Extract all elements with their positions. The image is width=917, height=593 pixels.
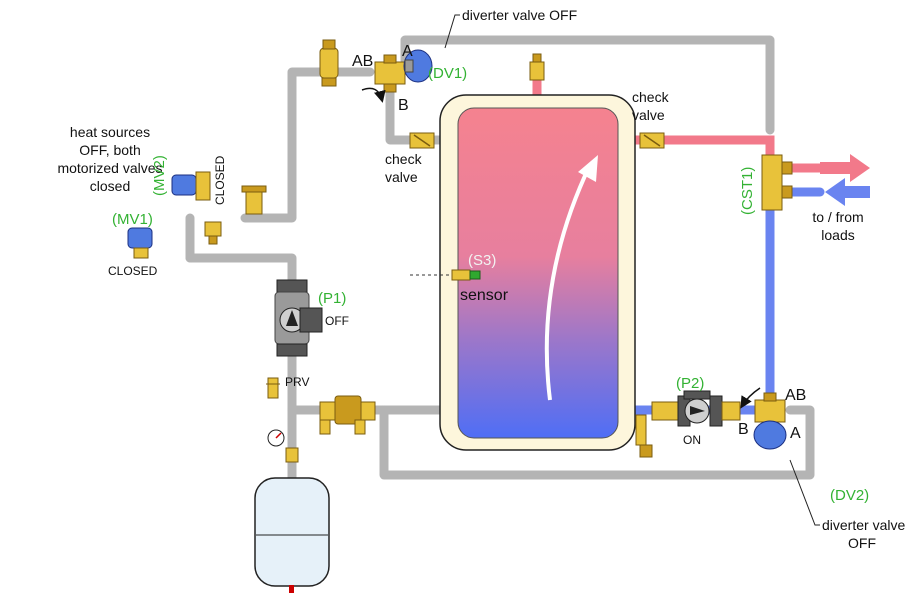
dv1-port-b: B <box>398 97 409 114</box>
dv1-status-label: diverter valve OFF <box>462 7 577 23</box>
check-valve-right-icon <box>639 132 665 149</box>
dv2-port-b: B <box>738 421 749 438</box>
dv2-status-line2: OFF <box>848 535 876 551</box>
air-vent-icon <box>319 39 339 87</box>
piping-cold <box>605 187 825 415</box>
loads-line1: to / from <box>812 209 863 225</box>
s3-tag: (S3) <box>468 252 496 269</box>
cst1-tees-icon <box>761 154 793 211</box>
check-valve-right-line1: check <box>632 89 670 105</box>
return-arrow-icon <box>825 178 870 206</box>
fill-valve-icon <box>319 395 376 435</box>
dv2-leader-line <box>789 459 820 526</box>
tank-drain-icon <box>635 414 653 458</box>
tank-air-vent-icon <box>529 53 545 81</box>
prv-label: PRV <box>285 375 309 389</box>
pressure-gauge-icon <box>267 429 285 447</box>
mv2-secondary-valve-icon <box>241 185 267 215</box>
circulation-arrow-icon <box>544 164 592 401</box>
dv2-port-a: A <box>790 425 801 442</box>
mv1-status: CLOSED <box>108 264 158 278</box>
heat-sources-line3: motorized valves <box>57 160 162 176</box>
heat-sources-line1: heat sources <box>70 124 150 140</box>
p2-status: ON <box>683 433 701 447</box>
dv1-port-a: A <box>402 43 413 60</box>
dv1-leader-line <box>444 14 460 49</box>
sensor-label: sensor <box>460 287 509 304</box>
cst1-tag: (CST1) <box>739 167 756 215</box>
dv1-valve-icon <box>361 49 433 103</box>
mv1-valve-icon <box>127 227 153 259</box>
check-valve-left-icon <box>409 132 435 149</box>
heat-sources-line2: OFF, both <box>79 142 140 158</box>
heat-sources-line4: closed <box>90 178 130 194</box>
p2-tag: (P2) <box>676 375 704 392</box>
mv2-status: CLOSED <box>213 155 227 205</box>
p2-circulator-icon <box>651 390 741 427</box>
dv2-tag: (DV2) <box>830 487 869 504</box>
check-valve-left-line2: valve <box>385 169 418 185</box>
dv2-valve-icon <box>740 387 787 450</box>
mv1-tag: (MV1) <box>112 211 153 228</box>
dv1-port-ab: AB <box>352 53 373 70</box>
mv2-valve-icon <box>171 171 211 201</box>
check-valve-left-line1: check <box>385 151 423 167</box>
p1-circulator-icon <box>274 279 323 357</box>
dv2-port-ab: AB <box>785 387 806 404</box>
purge-valve-icon <box>204 221 222 245</box>
dv2-status-line1: diverter valve <box>822 517 905 533</box>
check-valve-right-line2: valve <box>632 107 665 123</box>
expansion-tank-icon <box>254 477 330 593</box>
s3-sensor-icon <box>410 269 481 281</box>
p1-status: OFF <box>325 314 349 328</box>
prv-icon <box>266 377 280 399</box>
loads-line2: loads <box>821 227 854 243</box>
supply-arrow-icon <box>820 154 870 182</box>
isolation-valve-icon <box>285 447 299 463</box>
p1-tag: (P1) <box>318 290 346 307</box>
dv1-tag: (DV1) <box>428 65 467 82</box>
mv2-tag: (MV2) <box>151 155 168 196</box>
storage-tank <box>439 94 636 451</box>
